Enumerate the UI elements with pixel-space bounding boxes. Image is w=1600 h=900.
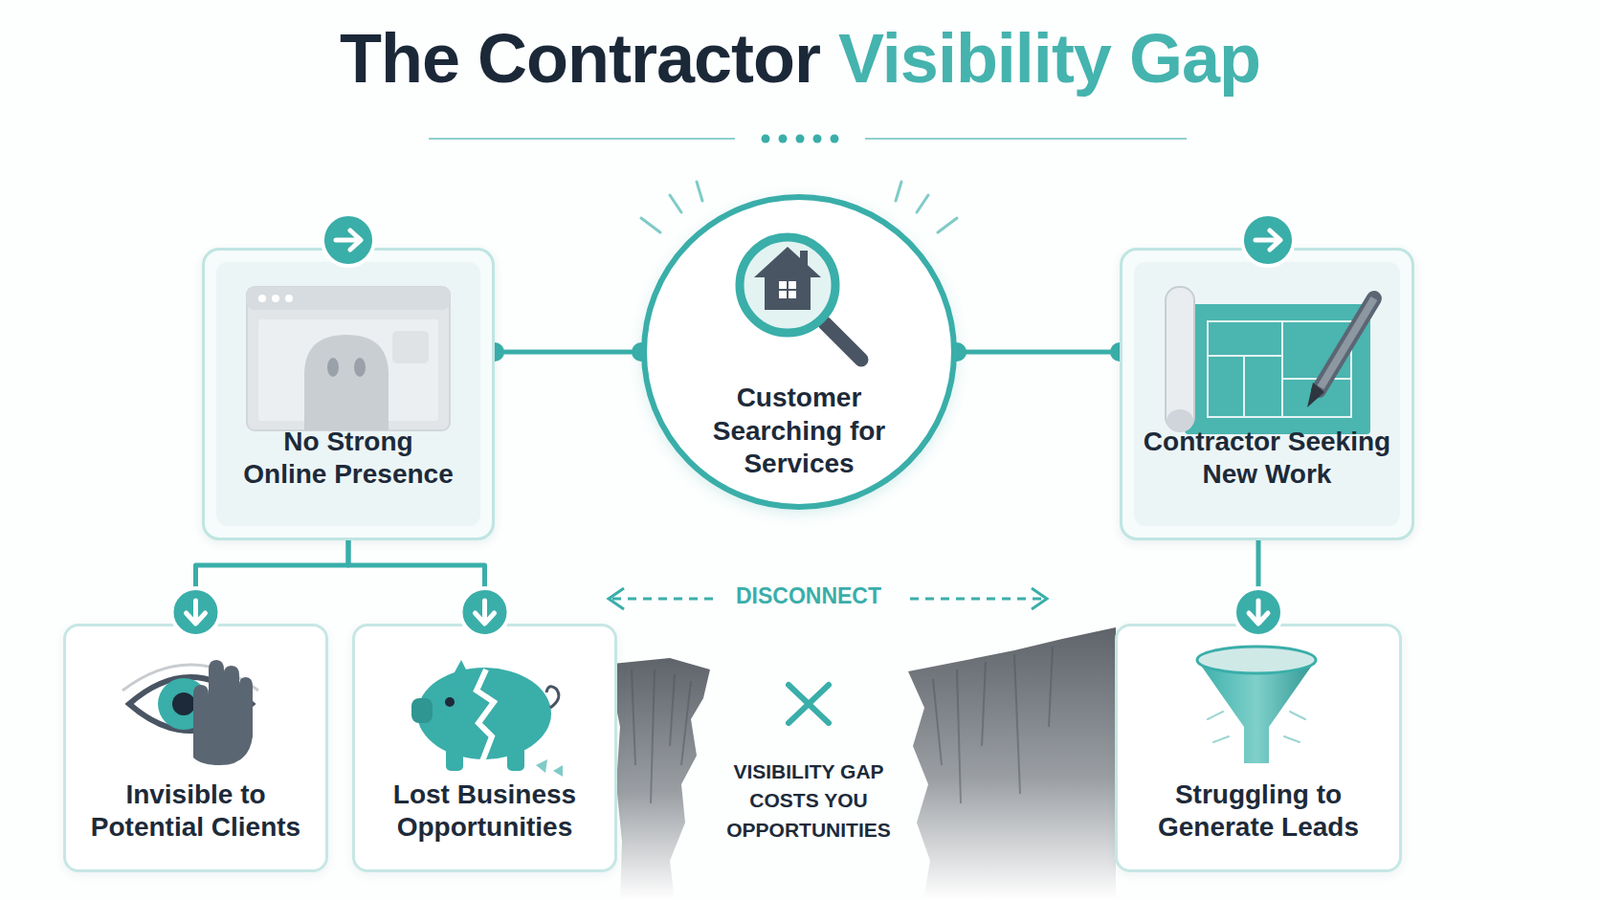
ghost-browser-icon (246, 287, 450, 431)
head-arrow (475, 600, 495, 624)
arrow-badge (322, 214, 375, 267)
arrow-badge-head (172, 588, 221, 637)
arrow-badge (1242, 214, 1294, 267)
head-disc (172, 588, 221, 637)
node-label: Invisible to Potential Clients (81, 778, 312, 845)
cliff-right (908, 627, 1116, 900)
panel (216, 262, 481, 527)
node-label: Lost Business Opportunities (369, 778, 601, 845)
hidden-eye-icon (122, 660, 259, 766)
title-divider (428, 134, 1187, 144)
node-label: Contractor Seeking New Work (1141, 425, 1393, 492)
connector-line (494, 350, 642, 356)
gap-note: VISIBILITY GAP COSTS YOU OPPORTUNITIES (706, 757, 912, 845)
diagram-title: The Contractor Visibility Gap (0, 21, 1600, 97)
x-mark (788, 685, 829, 724)
connector-line (956, 350, 1120, 356)
arrow-badge-head (1234, 588, 1283, 637)
blueprint-icon (1165, 287, 1375, 435)
title-word: Contractor (477, 20, 821, 97)
funnel-icon (1197, 646, 1316, 764)
broken-piggy-icon (411, 660, 563, 778)
head-arrow (186, 600, 206, 624)
disconnect-label: DISCONNECT (712, 583, 905, 611)
arrow-badge-head (461, 588, 510, 637)
node-label: Customer Searching for Services (688, 381, 911, 482)
node-label: Struggling to Generate Leads (1143, 778, 1374, 845)
title-word: The (339, 20, 460, 97)
title-word: Visibility (838, 20, 1112, 97)
panel (1133, 262, 1400, 527)
connector (485, 342, 651, 362)
head-arrow (1248, 600, 1268, 624)
title-word: Gap (1129, 20, 1261, 97)
head-disc (1234, 588, 1283, 637)
node-label: No Strong Online Presence (240, 425, 457, 492)
house-search-icon (739, 237, 862, 360)
cliff-left (612, 658, 711, 900)
connector (947, 342, 1130, 362)
head-disc (461, 588, 510, 637)
